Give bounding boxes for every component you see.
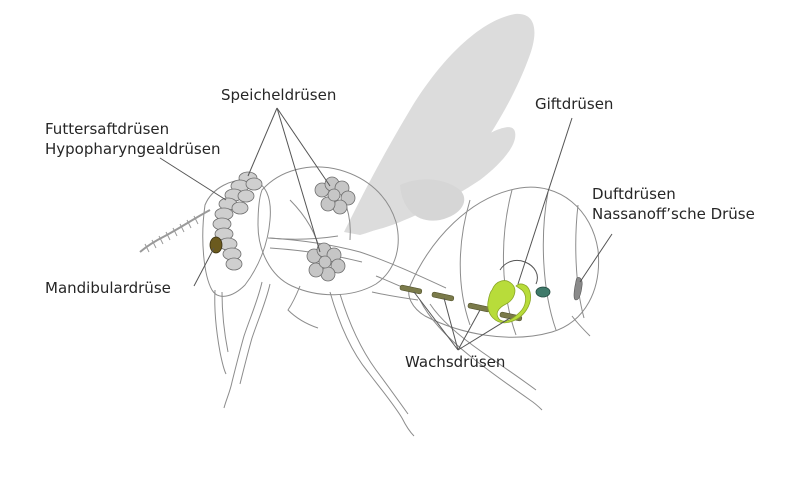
internal-duct-1 xyxy=(269,237,447,289)
middle-leg xyxy=(329,291,415,437)
salivary-gland-lower xyxy=(306,242,346,282)
scent-gland xyxy=(535,277,583,301)
leader-wachs-1 xyxy=(413,291,459,351)
wings xyxy=(344,13,535,236)
leader-wachs-3 xyxy=(457,309,481,351)
label-speicheldruesen: Speicheldrüsen xyxy=(221,86,337,104)
abdomen-segment-3 xyxy=(542,191,557,331)
proboscis xyxy=(214,289,227,375)
abdomen-outline xyxy=(408,186,600,338)
thorax-outline xyxy=(257,166,399,296)
label-futtersaft-line2: Hypopharyngealdrüsen xyxy=(45,140,221,158)
front-leg-2 xyxy=(239,283,271,385)
abdomen-segment-4 xyxy=(575,204,585,319)
leader-duft xyxy=(579,233,613,283)
abdomen-segment-1 xyxy=(459,199,471,326)
forewing xyxy=(344,13,535,236)
leader-speichel-1 xyxy=(247,107,278,177)
leader-speichel-2 xyxy=(276,107,331,187)
hypopharyngeal-gland xyxy=(212,171,263,271)
nasanov-gland xyxy=(573,277,583,301)
venom-gland-body xyxy=(487,280,531,324)
label-duft-line1: Duftdrüsen xyxy=(592,185,676,203)
label-giftdruesen: Giftdrüsen xyxy=(535,95,614,113)
proboscis-2 xyxy=(221,291,229,353)
leader-wachs-2 xyxy=(443,297,459,351)
nasanov-reservoir xyxy=(535,286,551,298)
hind-leg-2 xyxy=(429,303,537,391)
salivary-gland-upper xyxy=(314,176,356,215)
leader-lines xyxy=(159,107,613,351)
sting xyxy=(571,315,591,337)
hindwing xyxy=(355,127,516,233)
label-wachsdruesen: Wachsdrüsen xyxy=(405,353,506,371)
middle-leg-2 xyxy=(339,293,409,415)
antenna-segments xyxy=(144,215,199,253)
hind-leg-3 xyxy=(287,285,319,329)
leader-futtersaft xyxy=(159,157,227,201)
label-futtersaft-line1: Futtersaftdrüsen xyxy=(45,120,170,138)
leader-mandibular xyxy=(193,247,215,287)
hind-leg xyxy=(419,299,543,411)
petiole-lower xyxy=(371,291,419,301)
glands xyxy=(209,171,583,324)
mandibular-gland xyxy=(209,236,223,254)
venom-gland xyxy=(487,259,538,324)
hindwing-lobe xyxy=(400,179,465,221)
label-duft-line2: Nassanoff’sche Drüse xyxy=(592,205,755,223)
front-leg xyxy=(223,281,263,409)
label-mandibulardruese: Mandibulardrüse xyxy=(45,279,171,297)
leader-speichel-3 xyxy=(276,107,321,253)
leader-gift xyxy=(517,117,573,285)
leader-wachs-4 xyxy=(457,317,511,351)
